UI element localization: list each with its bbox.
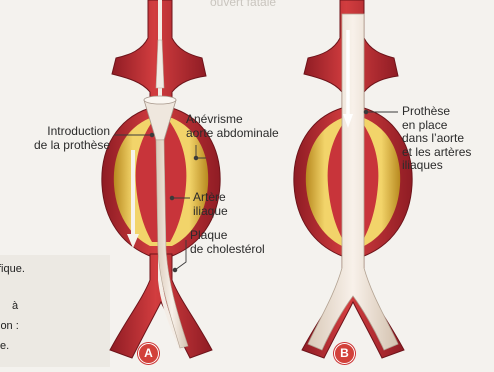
background-text-line-2: à	[12, 300, 18, 313]
label-introduction-prothese: Introduction de la prothèse	[14, 125, 110, 152]
label-prothese-line-4: et les artères	[402, 146, 492, 160]
label-artere-line-2: iliaque	[193, 205, 263, 219]
label-anevrisme-line-2: aorte abdominale	[186, 127, 316, 141]
panel-b-badge: B	[334, 343, 355, 364]
label-artere-line-1: Artère	[193, 191, 263, 205]
label-introduction-line-1: Introduction	[14, 125, 110, 139]
label-prothese-line-2: en place	[402, 119, 492, 133]
background-text-line-1: fique.	[0, 263, 25, 276]
background-text-top: ouvert fatale	[210, 0, 276, 9]
background-text-line-3: ion :	[0, 320, 19, 333]
panel-a-badge: A	[138, 343, 159, 364]
label-introduction-line-2: de la prothèse	[14, 139, 110, 153]
label-anevrisme-line-1: Anévrisme	[186, 113, 316, 127]
label-prothese-line-1: Prothèse	[402, 105, 492, 119]
label-anevrisme: Anévrisme aorte abdominale	[186, 113, 316, 140]
label-prothese-en-place: Prothèse en place dans l’aorte et les ar…	[402, 105, 492, 173]
label-prothese-line-5: iliaques	[402, 159, 492, 173]
label-plaque-line-2: de cholestérol	[190, 243, 300, 257]
label-prothese-line-3: dans l’aorte	[402, 132, 492, 146]
label-plaque-line-1: Plaque	[190, 229, 300, 243]
label-plaque-cholesterol: Plaque de cholestérol	[190, 229, 300, 256]
label-artere-iliaque: Artère iliaque	[193, 191, 263, 218]
background-text-line-4: e.	[0, 340, 9, 353]
